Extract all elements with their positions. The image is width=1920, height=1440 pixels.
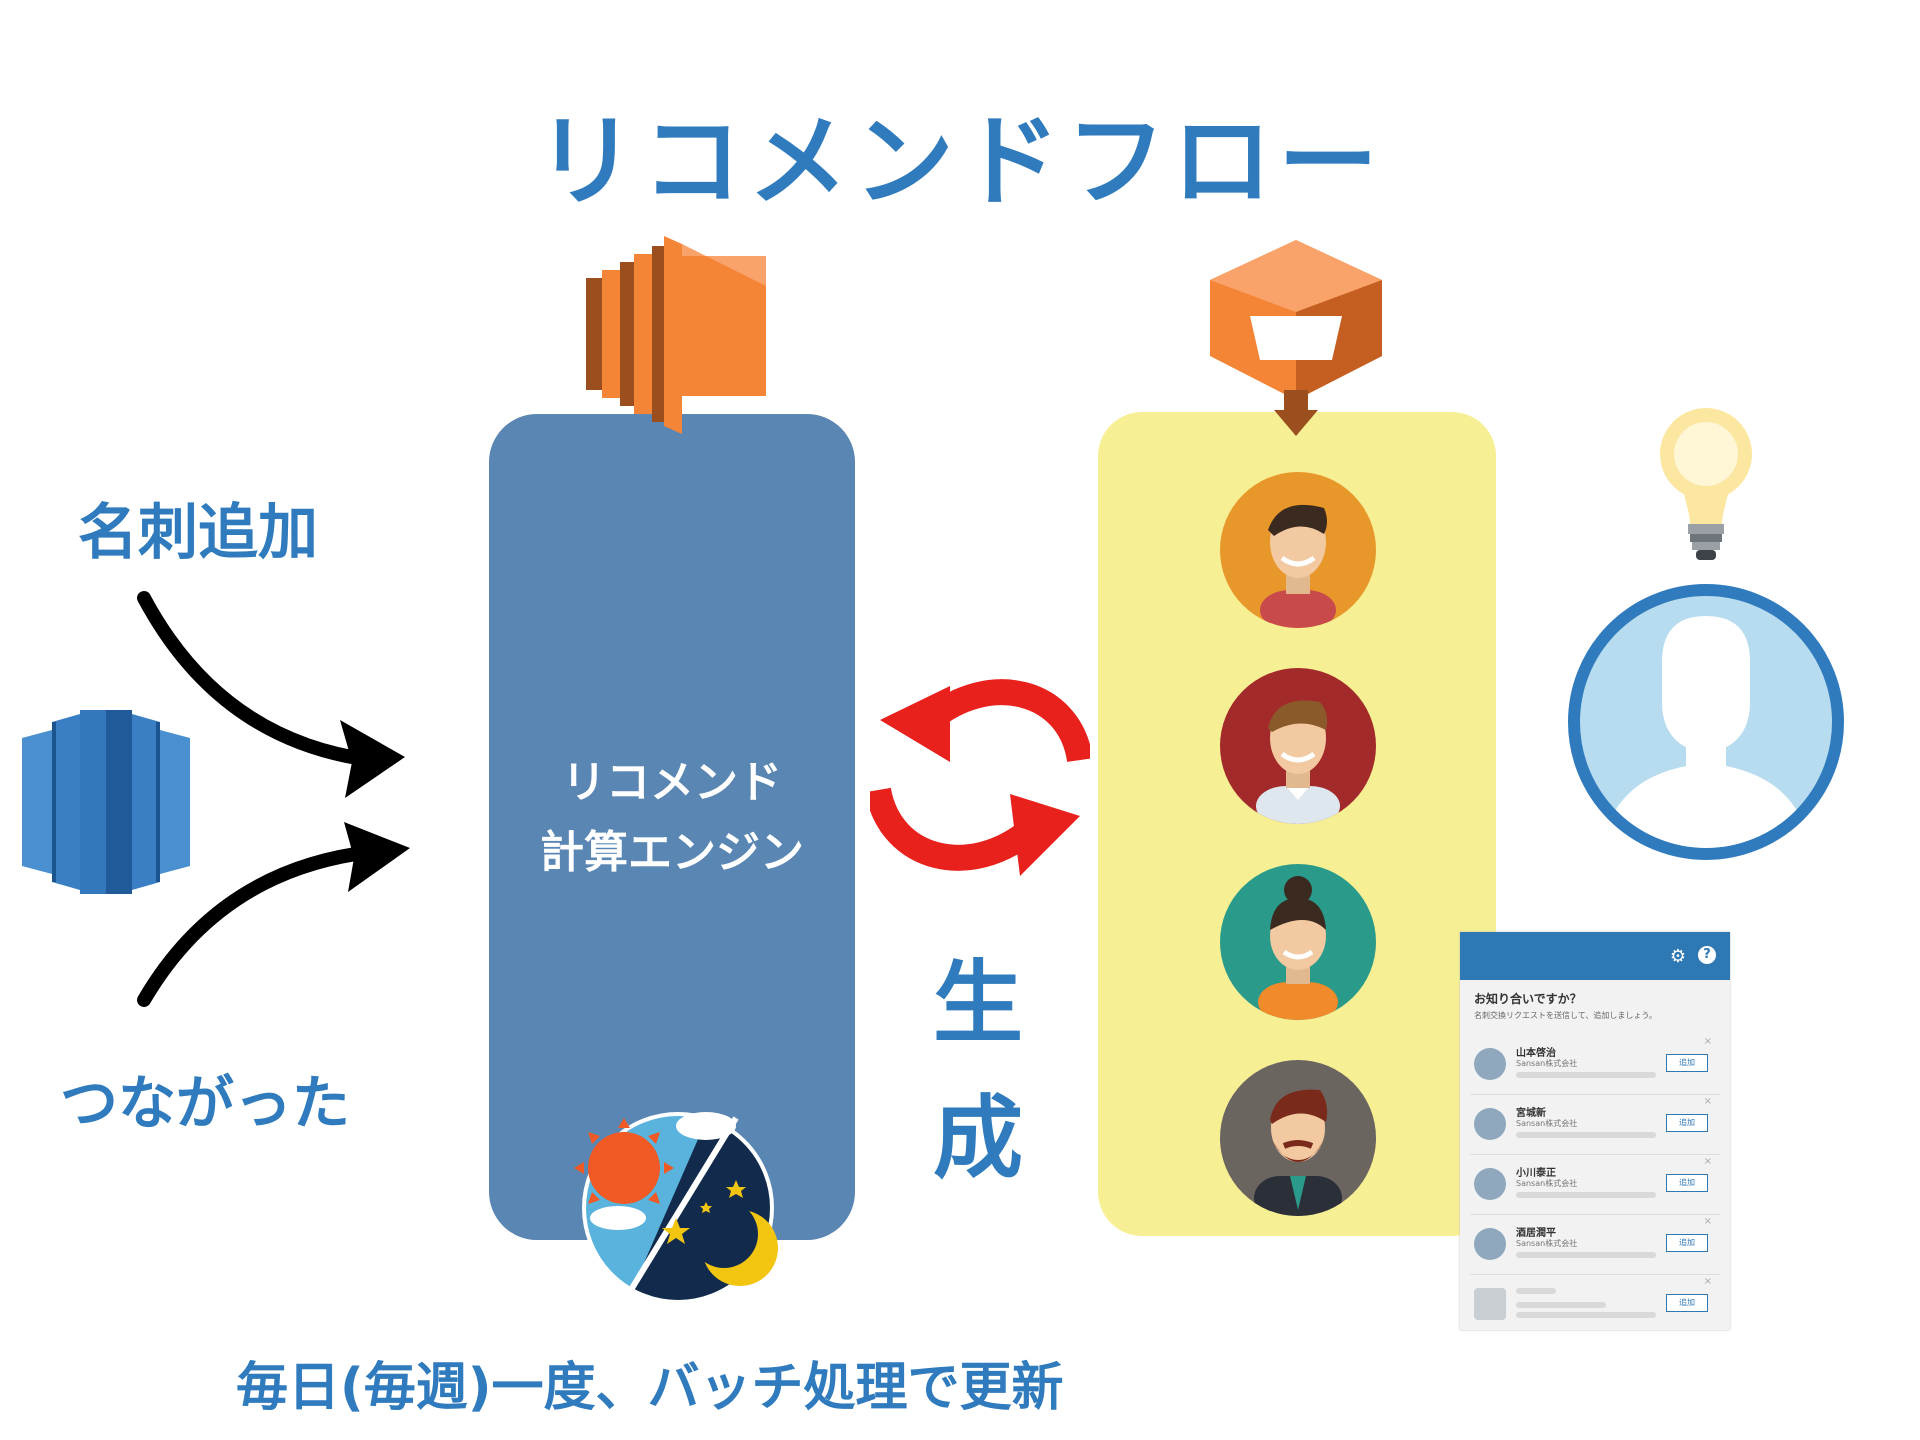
batch-caption: 毎日(毎週)一度、バッチ処理で更新 bbox=[236, 1358, 1064, 1418]
contact-company: Sansan株式会社 bbox=[1516, 1179, 1578, 1188]
close-icon[interactable]: × bbox=[1703, 1276, 1712, 1287]
avatar bbox=[1474, 1288, 1506, 1320]
label-connected: つながった bbox=[60, 1069, 351, 1137]
day-night-icon bbox=[574, 1112, 778, 1304]
suggestion-row: × 小川泰正 Sansan株式会社 追加 bbox=[1470, 1156, 1720, 1215]
user-silhouette-icon bbox=[1568, 584, 1844, 860]
contact-name: 宮城新 bbox=[1516, 1108, 1546, 1119]
add-button[interactable]: 追加 bbox=[1666, 1054, 1708, 1072]
suggestion-row: × 酒居潤平 Sansan株式会社 追加 bbox=[1470, 1216, 1720, 1275]
close-icon[interactable]: × bbox=[1703, 1096, 1712, 1107]
avatar-user-3 bbox=[1220, 864, 1376, 1020]
engine-label: リコメンド 計算エンジン bbox=[489, 748, 855, 888]
avatar bbox=[1474, 1168, 1506, 1200]
avatar-user-2 bbox=[1220, 668, 1376, 824]
close-icon[interactable]: × bbox=[1703, 1036, 1712, 1047]
avatar bbox=[1474, 1048, 1506, 1080]
help-icon[interactable]: ? bbox=[1698, 946, 1716, 964]
contact-company: Sansan株式会社 bbox=[1516, 1239, 1578, 1248]
contact-company: Sansan株式会社 bbox=[1516, 1059, 1578, 1068]
panel-title: お知り合いですか？ bbox=[1474, 992, 1582, 1006]
panel-header: ⚙ ? bbox=[1460, 932, 1730, 980]
blurred-detail bbox=[1516, 1072, 1656, 1078]
blurred-detail bbox=[1516, 1312, 1656, 1318]
recommend-engine-block bbox=[489, 414, 855, 1240]
engine-label-line2: 計算エンジン bbox=[540, 827, 804, 878]
add-button[interactable]: 追加 bbox=[1666, 1234, 1708, 1252]
contact-company: Sansan株式会社 bbox=[1516, 1119, 1578, 1128]
add-button[interactable]: 追加 bbox=[1666, 1174, 1708, 1192]
contact-name: 酒居潤平 bbox=[1516, 1228, 1556, 1239]
generate-char-2: 成 bbox=[933, 1086, 1023, 1191]
close-icon[interactable]: × bbox=[1703, 1216, 1712, 1227]
generate-label: 生 成 bbox=[908, 936, 1048, 1206]
input-arrows bbox=[137, 591, 410, 1007]
suggestion-row: × 宮城新 Sansan株式会社 追加 bbox=[1470, 1096, 1720, 1155]
blurred-name bbox=[1516, 1288, 1556, 1294]
blurred-detail bbox=[1516, 1252, 1656, 1258]
aws-bucket-icon bbox=[1210, 240, 1382, 436]
aws-ec2-icon bbox=[586, 236, 766, 434]
suggestion-row: × 山本啓治 Sansan株式会社 追加 bbox=[1470, 1036, 1720, 1095]
gear-icon[interactable]: ⚙ bbox=[1669, 946, 1686, 967]
label-add-card: 名刺追加 bbox=[78, 498, 318, 568]
avatar-user-4 bbox=[1220, 1060, 1376, 1216]
avatar bbox=[1474, 1108, 1506, 1140]
close-icon[interactable]: × bbox=[1703, 1156, 1712, 1167]
blurred-detail bbox=[1516, 1132, 1656, 1138]
add-button[interactable]: 追加 bbox=[1666, 1294, 1708, 1312]
cycle-arrows bbox=[870, 679, 1090, 876]
avatar bbox=[1474, 1228, 1506, 1260]
suggestion-row: × 追加 bbox=[1470, 1276, 1720, 1334]
add-button[interactable]: 追加 bbox=[1666, 1114, 1708, 1132]
generate-char-1: 生 bbox=[933, 951, 1023, 1056]
diagram-title: リコメンドフロー bbox=[536, 103, 1384, 220]
blurred-company bbox=[1516, 1302, 1606, 1308]
aws-redshift-icon bbox=[22, 710, 190, 894]
contact-name: 小川泰正 bbox=[1516, 1168, 1556, 1179]
suggestion-panel: ⚙ ? お知り合いですか？ 名刺交換リクエストを送信して、追加しましょう。 × … bbox=[1460, 932, 1730, 1330]
panel-subtitle: 名刺交換リクエストを送信して、追加しましょう。 bbox=[1474, 1011, 1657, 1020]
contact-name: 山本啓治 bbox=[1516, 1048, 1556, 1059]
engine-label-line1: リコメンド bbox=[562, 757, 782, 808]
lightbulb-icon bbox=[1660, 408, 1752, 560]
blurred-detail bbox=[1516, 1192, 1656, 1198]
avatar-user-1 bbox=[1220, 472, 1376, 628]
